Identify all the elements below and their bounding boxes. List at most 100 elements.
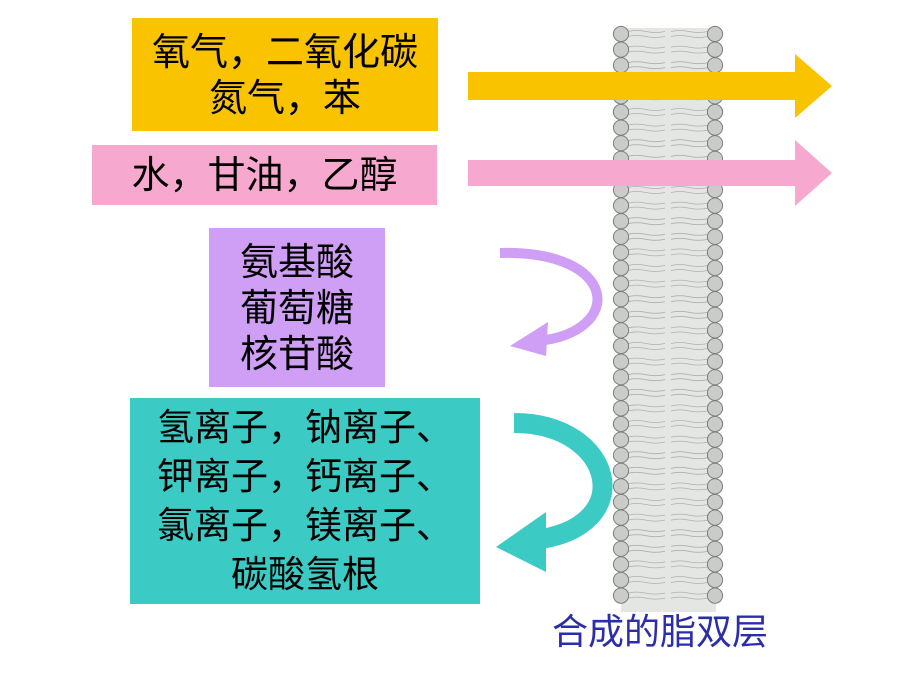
- lipid-head-left: [612, 337, 630, 355]
- lipid-head-right: [706, 337, 724, 355]
- ions-line-3: 氯离子，镁离子、: [157, 504, 453, 547]
- lipid-tail: [670, 217, 709, 221]
- lipid-head-right: [706, 119, 724, 136]
- lipid-tail: [670, 409, 709, 413]
- lipid-tail: [670, 222, 709, 226]
- lipid-tail: [627, 529, 666, 533]
- lipid-head-left: [612, 525, 630, 542]
- polar-pass-arrow: [468, 140, 832, 206]
- lipid-head-left: [612, 228, 630, 245]
- lipid-tail: [627, 513, 666, 517]
- lipid-tail: [670, 498, 709, 501]
- lipid-tail: [627, 378, 666, 382]
- lipid-head-right: [706, 447, 724, 464]
- lipid-head-left: [612, 353, 630, 370]
- ions-box: 氢离子，钠离子、 钾离子，钙离子、 氯离子，镁离子、 碳酸氢根: [130, 398, 480, 604]
- ions-line-4: 碳酸氢根: [231, 553, 379, 596]
- lipid-tail: [670, 50, 709, 54]
- lipid-tail: [670, 295, 709, 299]
- lipid-head-left: [612, 197, 630, 214]
- lipid-tails: [627, 30, 709, 600]
- lipid-tail: [627, 596, 666, 600]
- lipid-tail: [627, 560, 666, 564]
- lipid-head-right: [706, 259, 724, 277]
- lipid-tail: [670, 362, 709, 366]
- lipid-head-left: [612, 275, 630, 292]
- ions-blocked-arrow: [496, 413, 613, 572]
- lipid-tail: [670, 113, 709, 116]
- lipid-tail: [670, 237, 709, 241]
- organic-blocked-arrow: [499, 247, 603, 356]
- lipid-head-right: [706, 228, 724, 245]
- lipid-tail: [627, 108, 666, 111]
- lipid-head-right: [706, 25, 724, 43]
- lipid-head-left: [612, 415, 630, 433]
- lipid-tail: [670, 425, 709, 428]
- lipid-head-left: [612, 322, 630, 339]
- lipid-tail: [627, 420, 666, 423]
- lipid-tail: [627, 544, 666, 548]
- lipid-tail: [627, 534, 666, 538]
- lipid-head-right: [706, 384, 724, 401]
- lipid-tail: [670, 549, 709, 553]
- lipid-head-right: [706, 493, 724, 511]
- lipid-head-right: [706, 415, 724, 433]
- lipid-tail: [627, 362, 666, 366]
- lipid-tail: [627, 342, 666, 345]
- lipid-tail: [627, 310, 666, 314]
- lipid-head-right: [706, 197, 724, 214]
- lipid-tail: [670, 404, 709, 408]
- lipid-tail: [627, 466, 666, 470]
- lipid-tail: [670, 581, 709, 584]
- lipid-head-right: [706, 509, 724, 526]
- lipid-tail: [670, 61, 709, 65]
- lipid-head-left: [612, 25, 630, 43]
- lipid-head-left: [612, 571, 630, 589]
- lipid-tail: [670, 451, 709, 455]
- lipid-tail: [627, 217, 666, 221]
- lipid-tail: [627, 331, 666, 335]
- lipid-tail: [627, 66, 666, 70]
- lipid-tail: [670, 378, 709, 382]
- lipid-head-left: [612, 556, 630, 573]
- lipid-tail: [670, 264, 709, 267]
- lipid-tail: [670, 342, 709, 345]
- lipid-tail: [627, 404, 666, 408]
- lipid-head-left: [612, 384, 630, 401]
- lipid-tail: [627, 128, 666, 132]
- lipid-tail: [670, 482, 709, 486]
- lipid-tail: [627, 237, 666, 241]
- lipid-tail: [627, 279, 666, 283]
- lipid-tail: [670, 206, 709, 210]
- lipid-head-left: [612, 369, 630, 386]
- organic-line-1: 氨基酸: [239, 239, 354, 284]
- lipid-head-left: [612, 587, 630, 604]
- lipid-tail: [670, 373, 709, 377]
- lipid-head-left: [612, 447, 630, 464]
- lipid-tail: [627, 300, 666, 304]
- lipid-head-left: [612, 135, 630, 152]
- lipid-tail: [627, 50, 666, 54]
- lipid-tail: [627, 61, 666, 65]
- lipid-head-left: [612, 431, 630, 448]
- lipid-head-right: [706, 571, 724, 589]
- lipid-tail: [670, 440, 709, 444]
- lipid-tail: [670, 529, 709, 533]
- lipid-head-right: [706, 306, 724, 323]
- small-polar-line-1: 水，甘油，乙醇: [131, 153, 398, 197]
- lipid-tail: [627, 264, 666, 267]
- lipid-tail: [627, 435, 666, 439]
- lipid-head-right: [706, 41, 724, 58]
- lipid-head-left: [612, 259, 630, 277]
- lipid-tail: [670, 191, 709, 194]
- lipid-head-right: [706, 431, 724, 448]
- lipid-tail: [627, 393, 666, 397]
- lipid-tail: [627, 373, 666, 377]
- lipid-tail: [670, 284, 709, 288]
- lipid-head-right: [706, 400, 724, 417]
- organic-line-3: 核苷酸: [239, 331, 354, 376]
- lipid-tail: [627, 326, 666, 330]
- lipid-tail: [627, 113, 666, 116]
- lipid-tail: [670, 388, 709, 392]
- lipid-tail: [670, 66, 709, 70]
